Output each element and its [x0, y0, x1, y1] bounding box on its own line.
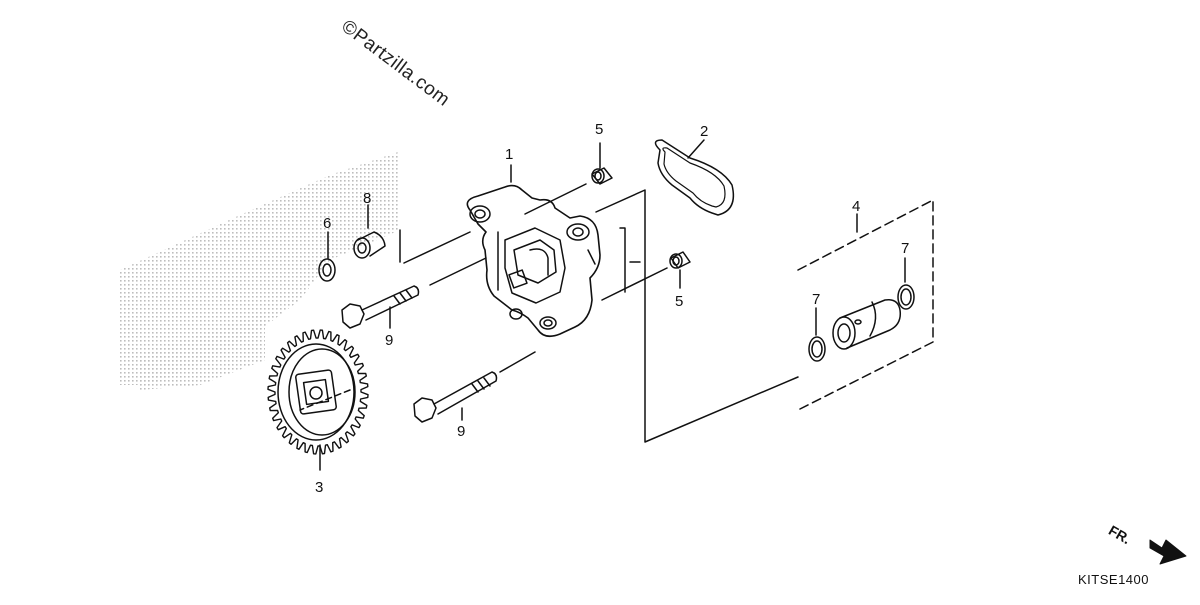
callout-7-left: 7 [812, 291, 821, 308]
callout-5-upper: 5 [595, 121, 604, 138]
dowel-pin-upper [591, 167, 613, 185]
callout-4: 4 [852, 198, 861, 215]
callout-6: 6 [323, 215, 332, 232]
o-ring-left [808, 336, 826, 362]
callout-1: 1 [505, 146, 514, 163]
o-ring-right [897, 284, 915, 310]
collar [353, 231, 386, 259]
callout-8: 8 [363, 190, 372, 207]
washer [318, 258, 336, 282]
bolt-lower [413, 371, 498, 423]
callout-9-lower: 9 [457, 423, 466, 440]
driven-gear [267, 329, 369, 455]
callout-5-lower: 5 [675, 293, 684, 310]
assembly-lines [299, 183, 934, 443]
callout-9-upper: 9 [385, 332, 394, 349]
diagram-code: KITSE1400 [1078, 572, 1149, 587]
background-casing-ghost [120, 152, 400, 390]
callout-2: 2 [700, 123, 709, 140]
pump-shaft [832, 298, 902, 350]
dowel-pin-lower [669, 251, 691, 269]
front-direction-arrow [1149, 539, 1187, 565]
bolt-upper [341, 285, 420, 329]
callout-3: 3 [315, 479, 324, 496]
leader-lines [319, 139, 906, 471]
callout-7-right: 7 [901, 240, 910, 257]
gasket [654, 139, 735, 216]
oil-pump-body [466, 184, 601, 338]
